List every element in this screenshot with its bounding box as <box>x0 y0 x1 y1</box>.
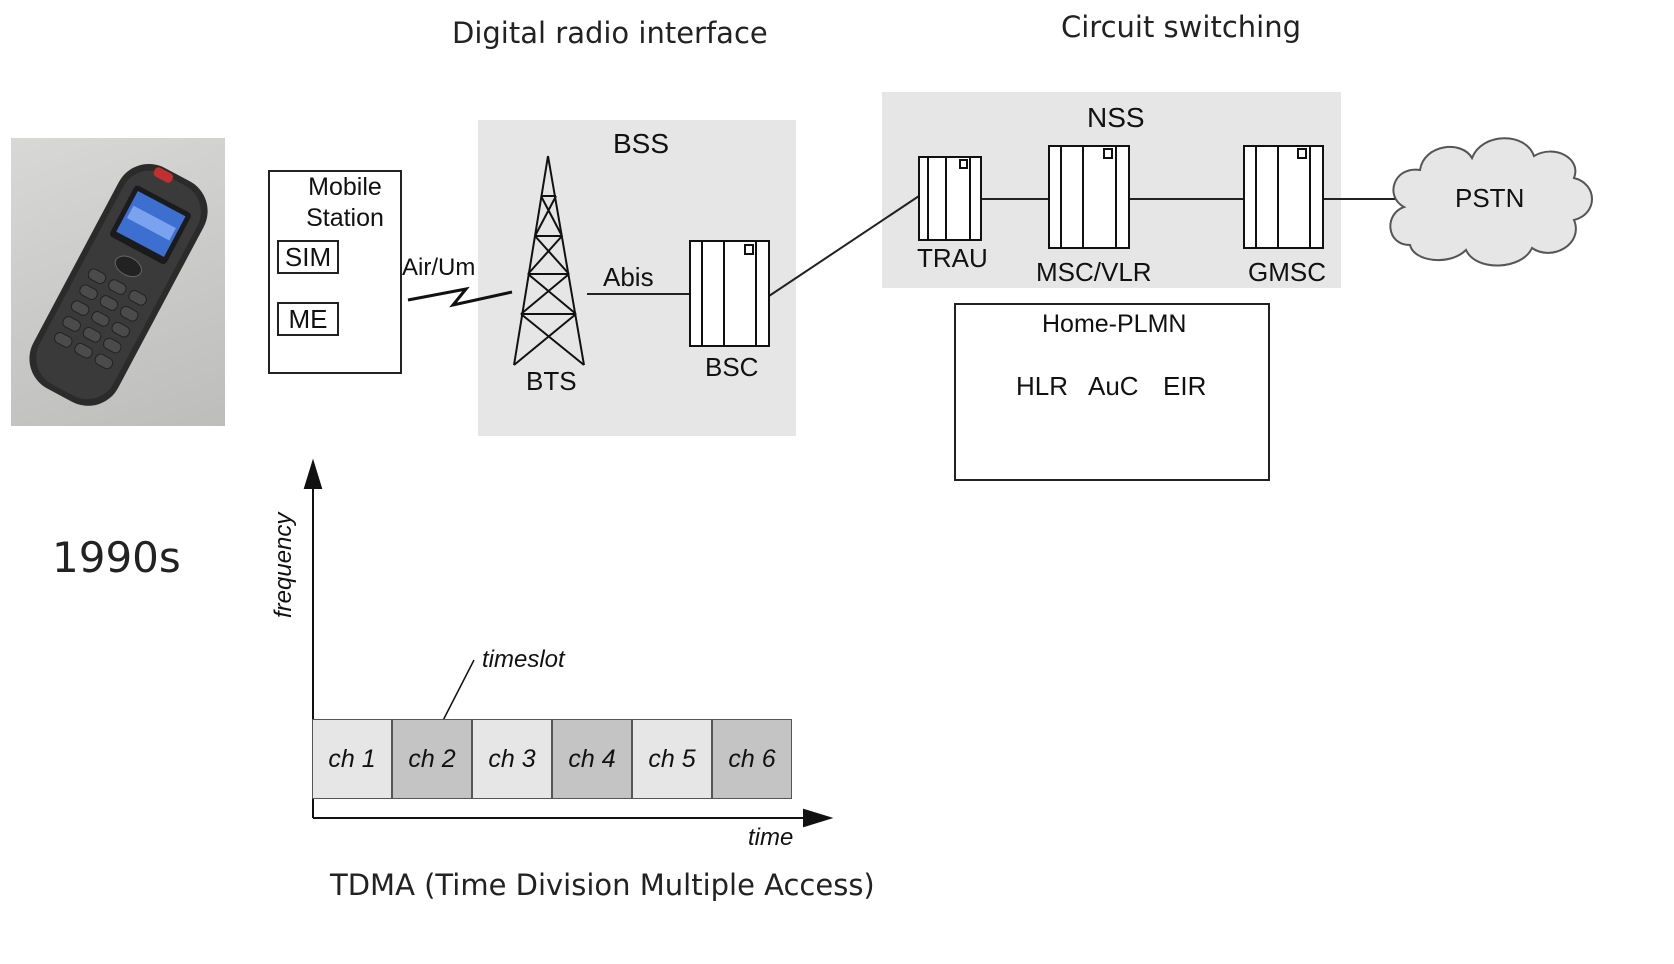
pstn-label: PSTN <box>1455 183 1525 213</box>
trau-cabinet-icon <box>918 156 982 241</box>
home-plmn-box: Home-PLMN HLR AuC EIR <box>954 303 1270 481</box>
mobile-station-box: Mobile Station SIM ME <box>268 170 402 374</box>
abis-label: Abis <box>603 262 654 292</box>
air-um-label: Air/Um <box>402 254 476 281</box>
mobile-phone-icon <box>29 163 208 406</box>
bsc-trau-line <box>768 195 920 297</box>
heading-circuit-switching: Circuit switching <box>1061 10 1301 44</box>
bss-title: BSS <box>613 128 670 159</box>
auc-label: AuC <box>1088 371 1139 401</box>
trau-label: TRAU <box>917 243 988 273</box>
frequency-axis-label: frequency <box>270 512 297 618</box>
mobile-phone-photo <box>11 138 225 426</box>
bsc-cabinet-icon <box>689 240 770 347</box>
hlr-label: HLR <box>1016 371 1069 401</box>
bsc-label: BSC <box>705 352 759 382</box>
msc-cabinet-icon <box>1048 145 1130 249</box>
channel-slot: ch 4 <box>552 719 632 799</box>
channel-slot: ch 5 <box>632 719 712 799</box>
eir-label: EIR <box>1163 371 1207 401</box>
channel-slot: ch 3 <box>472 719 552 799</box>
radio-tower-icon <box>513 155 585 366</box>
tdma-caption: TDMA (Time Division Multiple Access) <box>330 868 875 902</box>
gmsc-cabinet-icon <box>1243 145 1324 249</box>
timeslot-annotation: timeslot <box>482 646 565 673</box>
nss-title: NSS <box>1087 102 1145 133</box>
sim-box: SIM <box>277 240 339 274</box>
cloud-icon <box>1389 137 1593 267</box>
mobile-station-title: Mobile Station <box>306 173 384 232</box>
channel-slot: ch 6 <box>712 719 792 799</box>
time-axis-label: time <box>748 824 794 851</box>
lightning-link-icon <box>407 286 513 308</box>
heading-digital-radio: Digital radio interface <box>452 16 768 50</box>
home-plmn-title: Home-PLMN <box>1042 310 1187 338</box>
channel-slot: ch 1 <box>312 719 392 799</box>
msc-vlr-label: MSC/VLR <box>1036 257 1152 287</box>
era-label: 1990s <box>52 533 181 582</box>
bts-label: BTS <box>526 366 577 396</box>
gmsc-label: GMSC <box>1248 257 1326 287</box>
channel-slot: ch 2 <box>392 719 472 799</box>
me-box: ME <box>277 302 339 336</box>
